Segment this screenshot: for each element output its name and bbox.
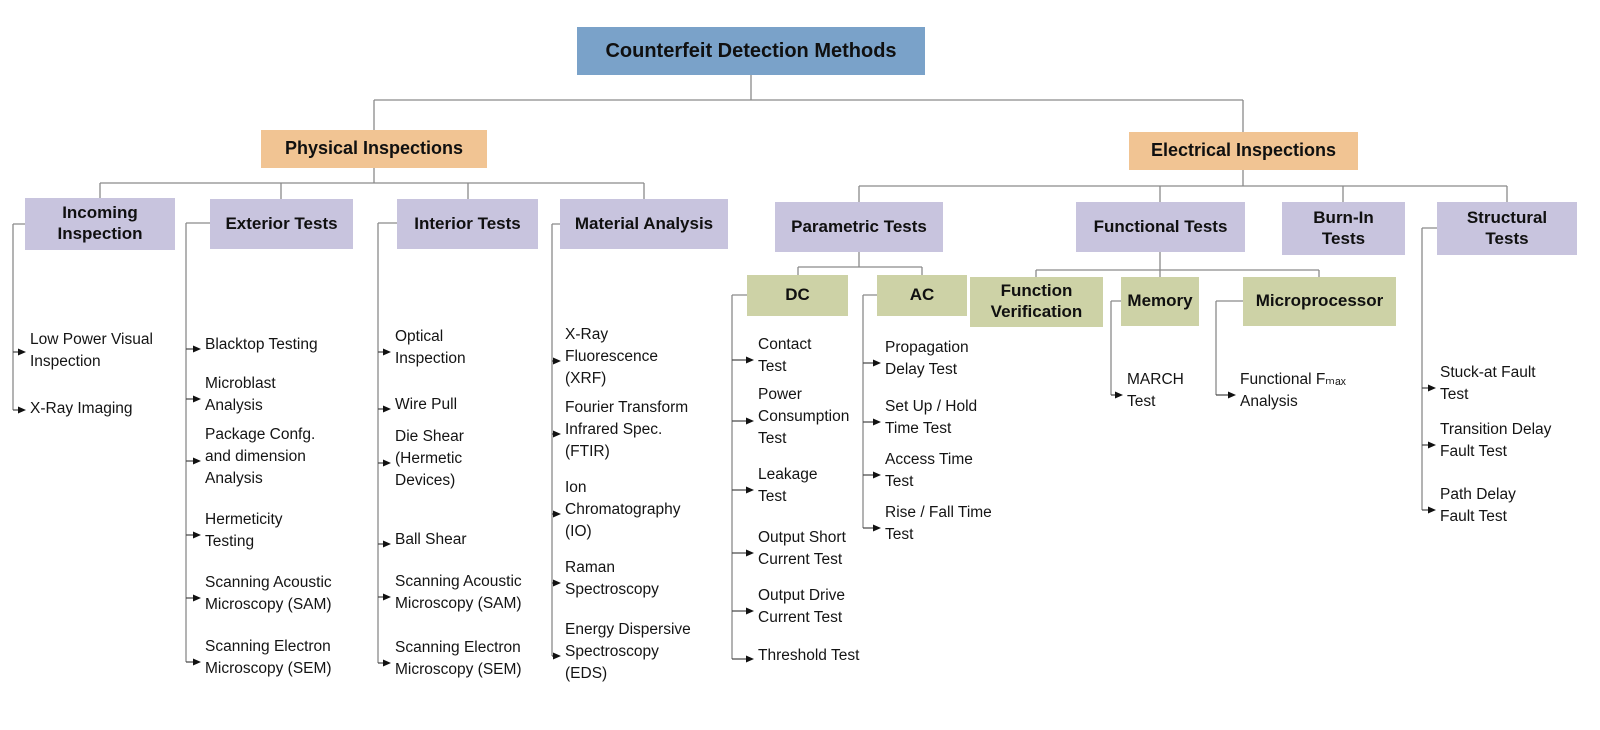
leaf-threshold-test: Threshold Test bbox=[758, 647, 860, 664]
leaf-raman-spectroscopy: Raman Spectroscopy bbox=[565, 559, 659, 598]
leaf-stuck-at-fault-test: Stuck-at Fault Test bbox=[1440, 364, 1536, 403]
node-functional-tests: Functional Tests bbox=[1076, 202, 1245, 252]
leaf-propagation-delay-test: Propagation Delay Test bbox=[885, 339, 969, 378]
leaf-march-test: MARCH Test bbox=[1127, 371, 1184, 410]
node-incoming-inspection: Incoming Inspection bbox=[25, 198, 175, 250]
node-memory: Memory bbox=[1121, 277, 1199, 326]
node-parametric-tests: Parametric Tests bbox=[775, 202, 943, 252]
leaf-output-short-current-test: Output Short Current Test bbox=[758, 529, 846, 568]
leaf-setup-hold-time-test: Set Up / Hold Time Test bbox=[885, 398, 978, 437]
node-physical-inspections: Physical Inspections bbox=[261, 130, 487, 168]
node-material-analysis: Material Analysis bbox=[560, 199, 728, 249]
node-function-verification: Function Verification bbox=[970, 277, 1103, 327]
leaf-sam-interior: Scanning Acoustic Microscopy (SAM) bbox=[395, 573, 522, 612]
node-structural-tests: Structural Tests bbox=[1437, 202, 1577, 255]
leaf-power-consumption-test: Power Consumption Test bbox=[758, 386, 850, 447]
node-root: Counterfeit Detection Methods bbox=[577, 27, 925, 75]
node-exterior-tests: Exterior Tests bbox=[210, 199, 353, 249]
leaf-hermeticity-testing: Hermeticity Testing bbox=[205, 511, 283, 550]
node-ac: AC bbox=[877, 275, 967, 316]
leaf-access-time-test: Access Time Test bbox=[885, 451, 973, 490]
leaf-sam-exterior: Scanning Acoustic Microscopy (SAM) bbox=[205, 574, 332, 613]
node-electrical-inspections: Electrical Inspections bbox=[1129, 132, 1358, 170]
leaf-path-delay-fault-test: Path Delay Fault Test bbox=[1440, 486, 1516, 525]
leaf-x-ray-imaging: X-Ray Imaging bbox=[30, 400, 133, 417]
leaf-contact-test: Contact Test bbox=[758, 336, 812, 375]
node-burn-in-tests: Burn-In Tests bbox=[1282, 202, 1405, 255]
leaf-eds: Energy Dispersive Spectroscopy (EDS) bbox=[565, 621, 691, 682]
leaf-low-power-visual-inspection: Low Power Visual Inspection bbox=[30, 331, 153, 370]
leaf-blacktop-testing: Blacktop Testing bbox=[205, 336, 318, 353]
node-microprocessor: Microprocessor bbox=[1243, 277, 1396, 326]
leaf-wire-pull: Wire Pull bbox=[395, 396, 458, 413]
leaf-microblast-analysis: Microblast Analysis bbox=[205, 375, 276, 414]
leaf-xrf: X-Ray Fluorescence (XRF) bbox=[565, 326, 659, 387]
leaf-sem-exterior: Scanning Electron Microscopy (SEM) bbox=[205, 638, 332, 677]
leaf-optical-inspection: Optical Inspection bbox=[395, 328, 466, 367]
leaf-functional-fmax-analysis: Functional Fₘₐₓ Analysis bbox=[1240, 371, 1346, 410]
leaf-package-confg-dimension-analysis: Package Confg. and dimension Analysis bbox=[205, 426, 316, 487]
leaf-ion-chromatography: Ion Chromatography (IO) bbox=[565, 479, 681, 540]
leaf-die-shear: Die Shear (Hermetic Devices) bbox=[395, 428, 464, 489]
leaf-ftir: Fourier Transform Infrared Spec. (FTIR) bbox=[565, 399, 689, 460]
leaf-sem-interior: Scanning Electron Microscopy (SEM) bbox=[395, 639, 522, 678]
node-dc: DC bbox=[747, 275, 848, 316]
node-interior-tests: Interior Tests bbox=[397, 199, 538, 249]
leaf-leakage-test: Leakage Test bbox=[758, 466, 818, 505]
leaf-rise-fall-time-test: Rise / Fall Time Test bbox=[885, 504, 992, 543]
leaf-output-drive-current-test: Output Drive Current Test bbox=[758, 587, 846, 626]
leaf-ball-shear: Ball Shear bbox=[395, 531, 467, 548]
leaf-transition-delay-fault-test: Transition Delay Fault Test bbox=[1440, 421, 1552, 460]
